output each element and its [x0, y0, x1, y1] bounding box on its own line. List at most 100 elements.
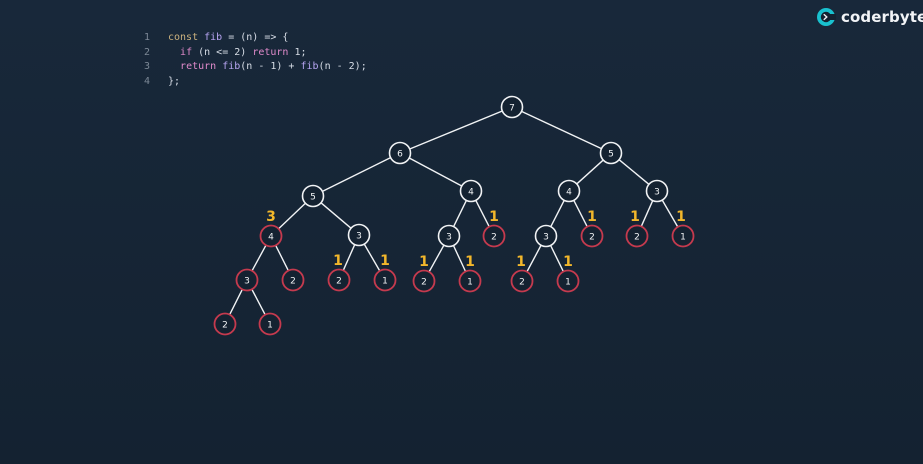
node-circle	[373, 268, 397, 292]
tree-edge	[573, 200, 588, 227]
tree-node-base-case: 2	[327, 268, 351, 292]
node-label: 3	[356, 231, 362, 241]
node-circle	[301, 184, 325, 208]
tree-node-base-case: 1	[556, 269, 580, 293]
code-token: (n - 1) +	[240, 61, 301, 72]
node-circle	[437, 224, 461, 248]
tree-node-base-case: 1	[258, 312, 282, 336]
memo-value-label: 1	[489, 209, 499, 225]
tree-edge	[640, 200, 654, 227]
tree-node: 5	[301, 184, 325, 208]
node-circle	[213, 312, 237, 336]
node-circle	[458, 269, 482, 293]
node-label: 2	[589, 232, 595, 242]
node-circle	[235, 268, 259, 292]
memo-value-label: 1	[563, 254, 573, 270]
tree-edge	[475, 200, 490, 227]
node-label: 5	[608, 149, 614, 159]
node-circle	[599, 141, 623, 165]
node-label: 6	[397, 149, 403, 159]
tree-node-base-case: 4	[259, 224, 283, 248]
tree-edge	[322, 157, 391, 192]
tree-node-base-case: 2	[580, 224, 604, 248]
node-label: 1	[382, 276, 388, 286]
tree-node-base-case: 2	[412, 269, 436, 293]
node-circle	[625, 224, 649, 248]
node-label: 2	[491, 232, 497, 242]
tree-edge	[452, 245, 467, 272]
tree-edge	[618, 159, 650, 185]
node-circle	[671, 224, 695, 248]
node-label: 2	[634, 232, 640, 242]
tree-edge	[576, 159, 604, 185]
node-circle	[259, 224, 283, 248]
node-label: 3	[543, 232, 549, 242]
brand-logo: coderbyte	[816, 7, 923, 27]
code-token: = (n) => {	[222, 32, 289, 43]
node-label: 1	[680, 232, 686, 242]
node-label: 3	[654, 187, 660, 197]
tree-edge	[452, 200, 468, 227]
node-label: 4	[566, 187, 572, 197]
line-number: 2	[144, 46, 151, 58]
tree-node: 7	[500, 95, 524, 119]
tree-node-base-case: 2	[281, 268, 305, 292]
node-circle	[557, 179, 581, 203]
memo-value-label: 1	[380, 253, 390, 269]
tree-edge	[278, 202, 306, 230]
tree-node: 3	[534, 224, 558, 248]
node-label: 3	[446, 232, 452, 242]
tree-node: 3	[645, 179, 669, 203]
tree-node-base-case: 3	[235, 268, 259, 292]
code-token: return	[180, 61, 217, 72]
node-circle	[534, 224, 558, 248]
tree-edge	[428, 244, 445, 273]
memo-value-label: 1	[419, 254, 429, 270]
brand-name: coderbyte	[841, 8, 923, 26]
node-label: 3	[244, 276, 250, 286]
node-circle	[482, 224, 506, 248]
tree-edge	[251, 244, 267, 272]
code-token: fib	[222, 61, 241, 72]
tree-node: 3	[347, 223, 371, 247]
node-label: 7	[509, 103, 515, 113]
tree-edge	[409, 110, 503, 150]
tree-node-base-case: 2	[510, 269, 534, 293]
tree-edge	[549, 245, 565, 272]
code-token: return	[252, 46, 289, 58]
line-number: 1	[144, 32, 151, 43]
node-label: 1	[467, 277, 473, 287]
tree-node-base-case: 1	[458, 269, 482, 293]
node-label: 2	[222, 320, 228, 330]
line-number: 3	[144, 61, 151, 72]
node-circle	[388, 141, 412, 165]
tree-node-base-case: 2	[482, 224, 506, 248]
tree-node-base-case: 1	[671, 224, 695, 248]
node-circle	[510, 269, 534, 293]
tree-node: 4	[557, 179, 581, 203]
code-token: if	[180, 46, 193, 58]
node-label: 1	[565, 277, 571, 287]
tree-edge	[661, 199, 679, 228]
code-token: (n - 2);	[318, 61, 367, 72]
memo-value-label: 1	[516, 254, 526, 270]
node-circle	[645, 179, 669, 203]
node-circle	[580, 224, 604, 248]
tree-edge	[550, 200, 565, 227]
node-circle	[258, 312, 282, 336]
tree-edge	[342, 244, 356, 271]
tree-node-base-case: 2	[625, 224, 649, 248]
tree-edge	[521, 110, 602, 150]
node-label: 1	[267, 320, 273, 330]
node-circle	[459, 179, 483, 203]
tree-node: 3	[437, 224, 461, 248]
node-label: 2	[290, 276, 296, 286]
memo-value-label: 1	[630, 209, 640, 225]
node-label: 2	[519, 277, 525, 287]
line-number: 4	[144, 75, 151, 87]
code-line: 2 if (n <= 2) return 1;	[144, 46, 367, 61]
